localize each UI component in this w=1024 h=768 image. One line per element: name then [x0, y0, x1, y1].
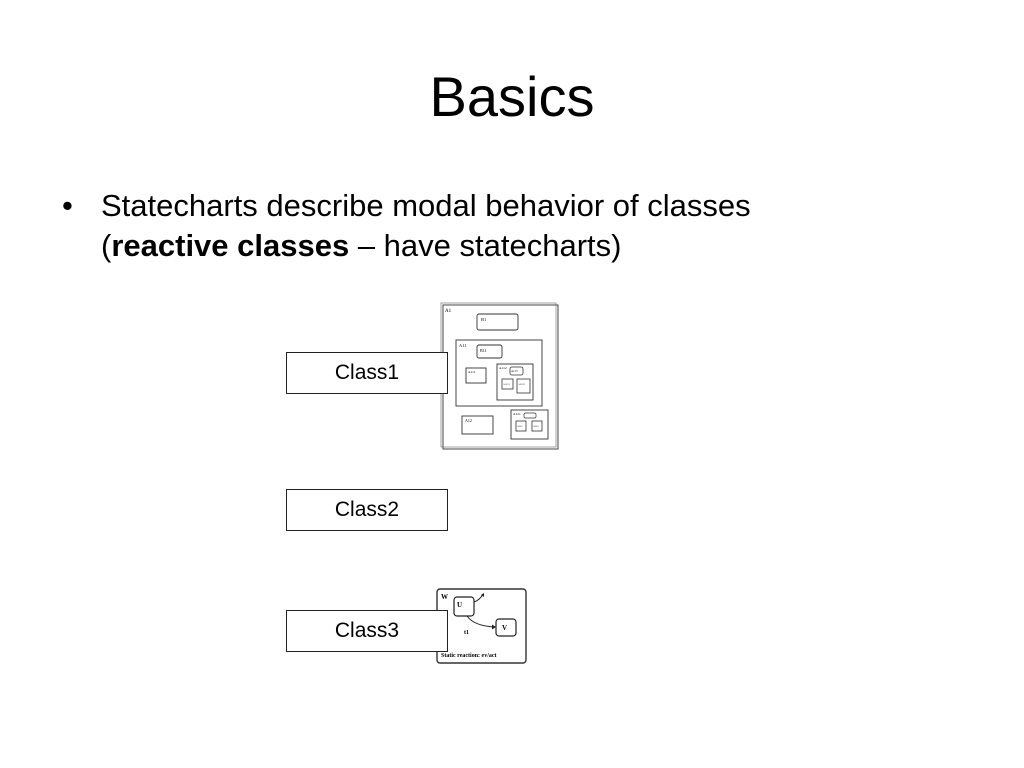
state-v: [495, 618, 517, 637]
state-label-w: W: [441, 593, 448, 601]
transition-arrow: [466, 615, 496, 628]
state-label-a12: A12: [465, 418, 472, 423]
state-label-a113: A113: [511, 369, 518, 373]
slide-title: Basics: [429, 65, 595, 128]
state-label-a1121: A1121: [503, 383, 510, 386]
state-label-u: U: [457, 601, 462, 609]
transition-label: t1: [464, 630, 469, 636]
state-label-a11: A11: [459, 343, 467, 348]
state-label-a121: A121: [513, 412, 521, 416]
state-a111: [465, 367, 487, 384]
paren-open: (: [101, 228, 112, 263]
state-a122: [515, 420, 527, 432]
state-label-a122: A122: [517, 425, 523, 428]
class-label: Class2: [334, 498, 400, 521]
state-a123: [531, 420, 543, 432]
state-b1: [476, 313, 519, 331]
state-label-a1122: A1122: [518, 383, 525, 386]
state-label-b11: B11: [480, 348, 487, 353]
state-b11: [476, 344, 503, 359]
statechart-figure-2: W U V t1 Static reaction: ev/act: [436, 588, 527, 664]
class-box-2: Class2: [286, 489, 448, 531]
class-box-3: Class3: [286, 610, 448, 652]
static-reaction-label: Static reaction: ev/act: [441, 653, 497, 659]
bullet-line-1: Statecharts describe modal behavior of c…: [101, 188, 751, 223]
class-label: Class3: [334, 619, 400, 642]
bullet-marker: •: [62, 188, 73, 223]
state-a113: [509, 366, 524, 376]
reactive-classes-term: reactive classes: [111, 228, 350, 263]
state-label-b1: B1: [481, 317, 486, 322]
state-a12: [461, 415, 494, 435]
state-label-a1: A1: [445, 309, 452, 314]
state-label-a111: A111: [468, 370, 476, 374]
statechart-figure-1: A1 B1 A11 B11 A111 A112 A113 A1121 A1122…: [440, 302, 559, 450]
bullet-line-2-rest: – have statecharts): [349, 228, 622, 263]
bullet-line-2: (reactive classes – have statecharts): [101, 226, 921, 266]
bullet-item: Statecharts describe modal behavior of c…: [101, 186, 921, 266]
state-label-a123: A123: [533, 425, 539, 428]
state-a1121: [501, 378, 514, 390]
state-label-a112: A112: [499, 366, 507, 370]
class-label: Class1: [334, 361, 400, 384]
state-u: [453, 596, 475, 617]
state-a1122: [516, 378, 531, 394]
class-box-1: Class1: [286, 352, 448, 394]
state-label-v: V: [502, 624, 507, 632]
